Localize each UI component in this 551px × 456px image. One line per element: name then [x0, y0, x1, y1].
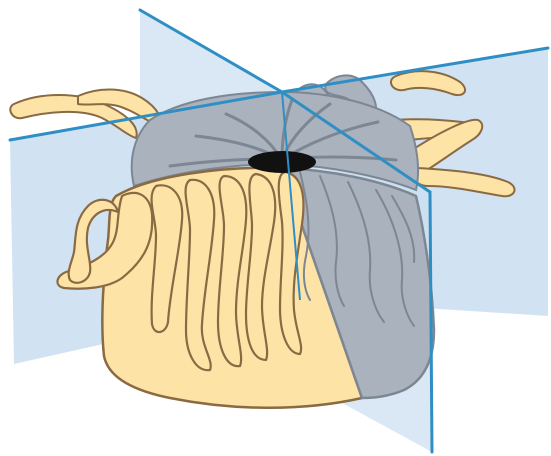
mouth-opening	[248, 151, 316, 173]
vertical-plane-right-edge	[430, 192, 432, 452]
